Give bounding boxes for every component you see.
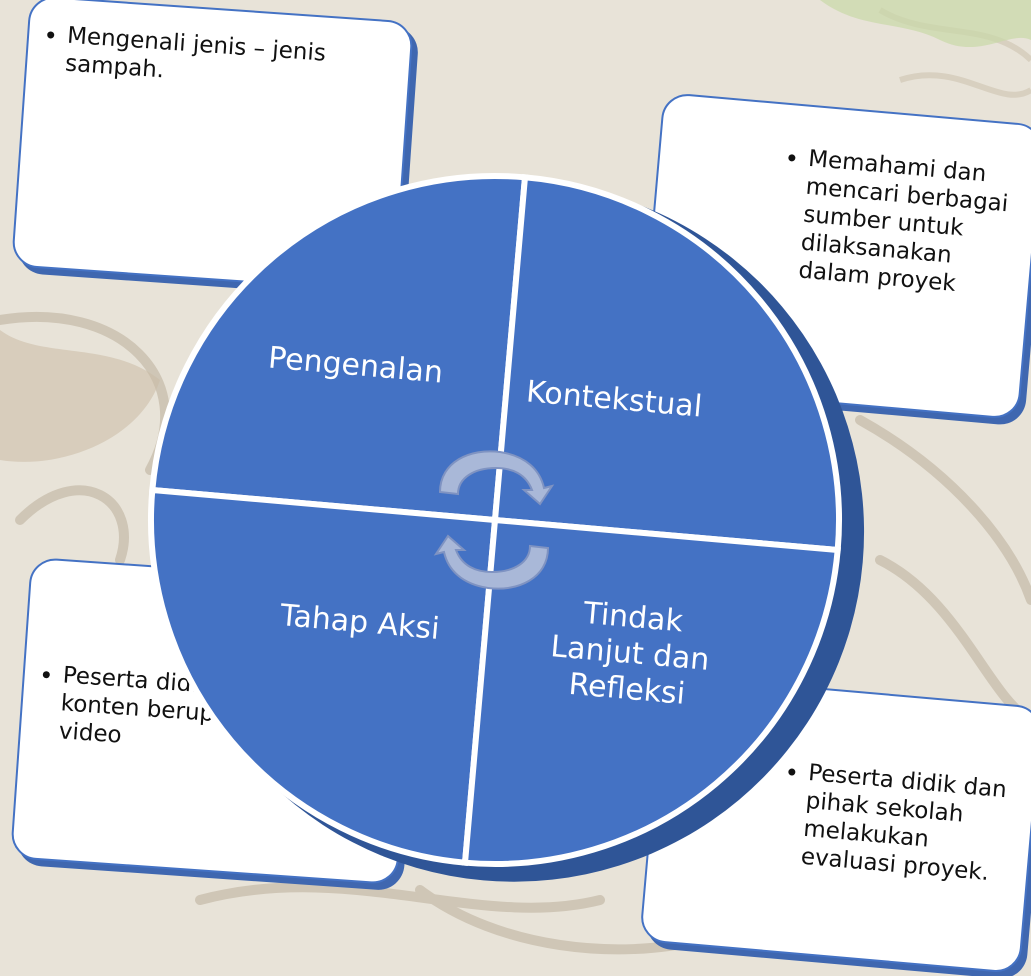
quadrant-kontekstual	[491, 174, 842, 554]
quadrant-pengenalan	[149, 173, 529, 524]
cycle-arrows-icon	[433, 450, 555, 590]
quadrant-tahap-aksi	[148, 486, 499, 866]
quadrant-tindak-lanjut	[461, 516, 841, 867]
label-tindak-lanjut: Tindak Lanjut dan Refleksi	[549, 595, 711, 712]
